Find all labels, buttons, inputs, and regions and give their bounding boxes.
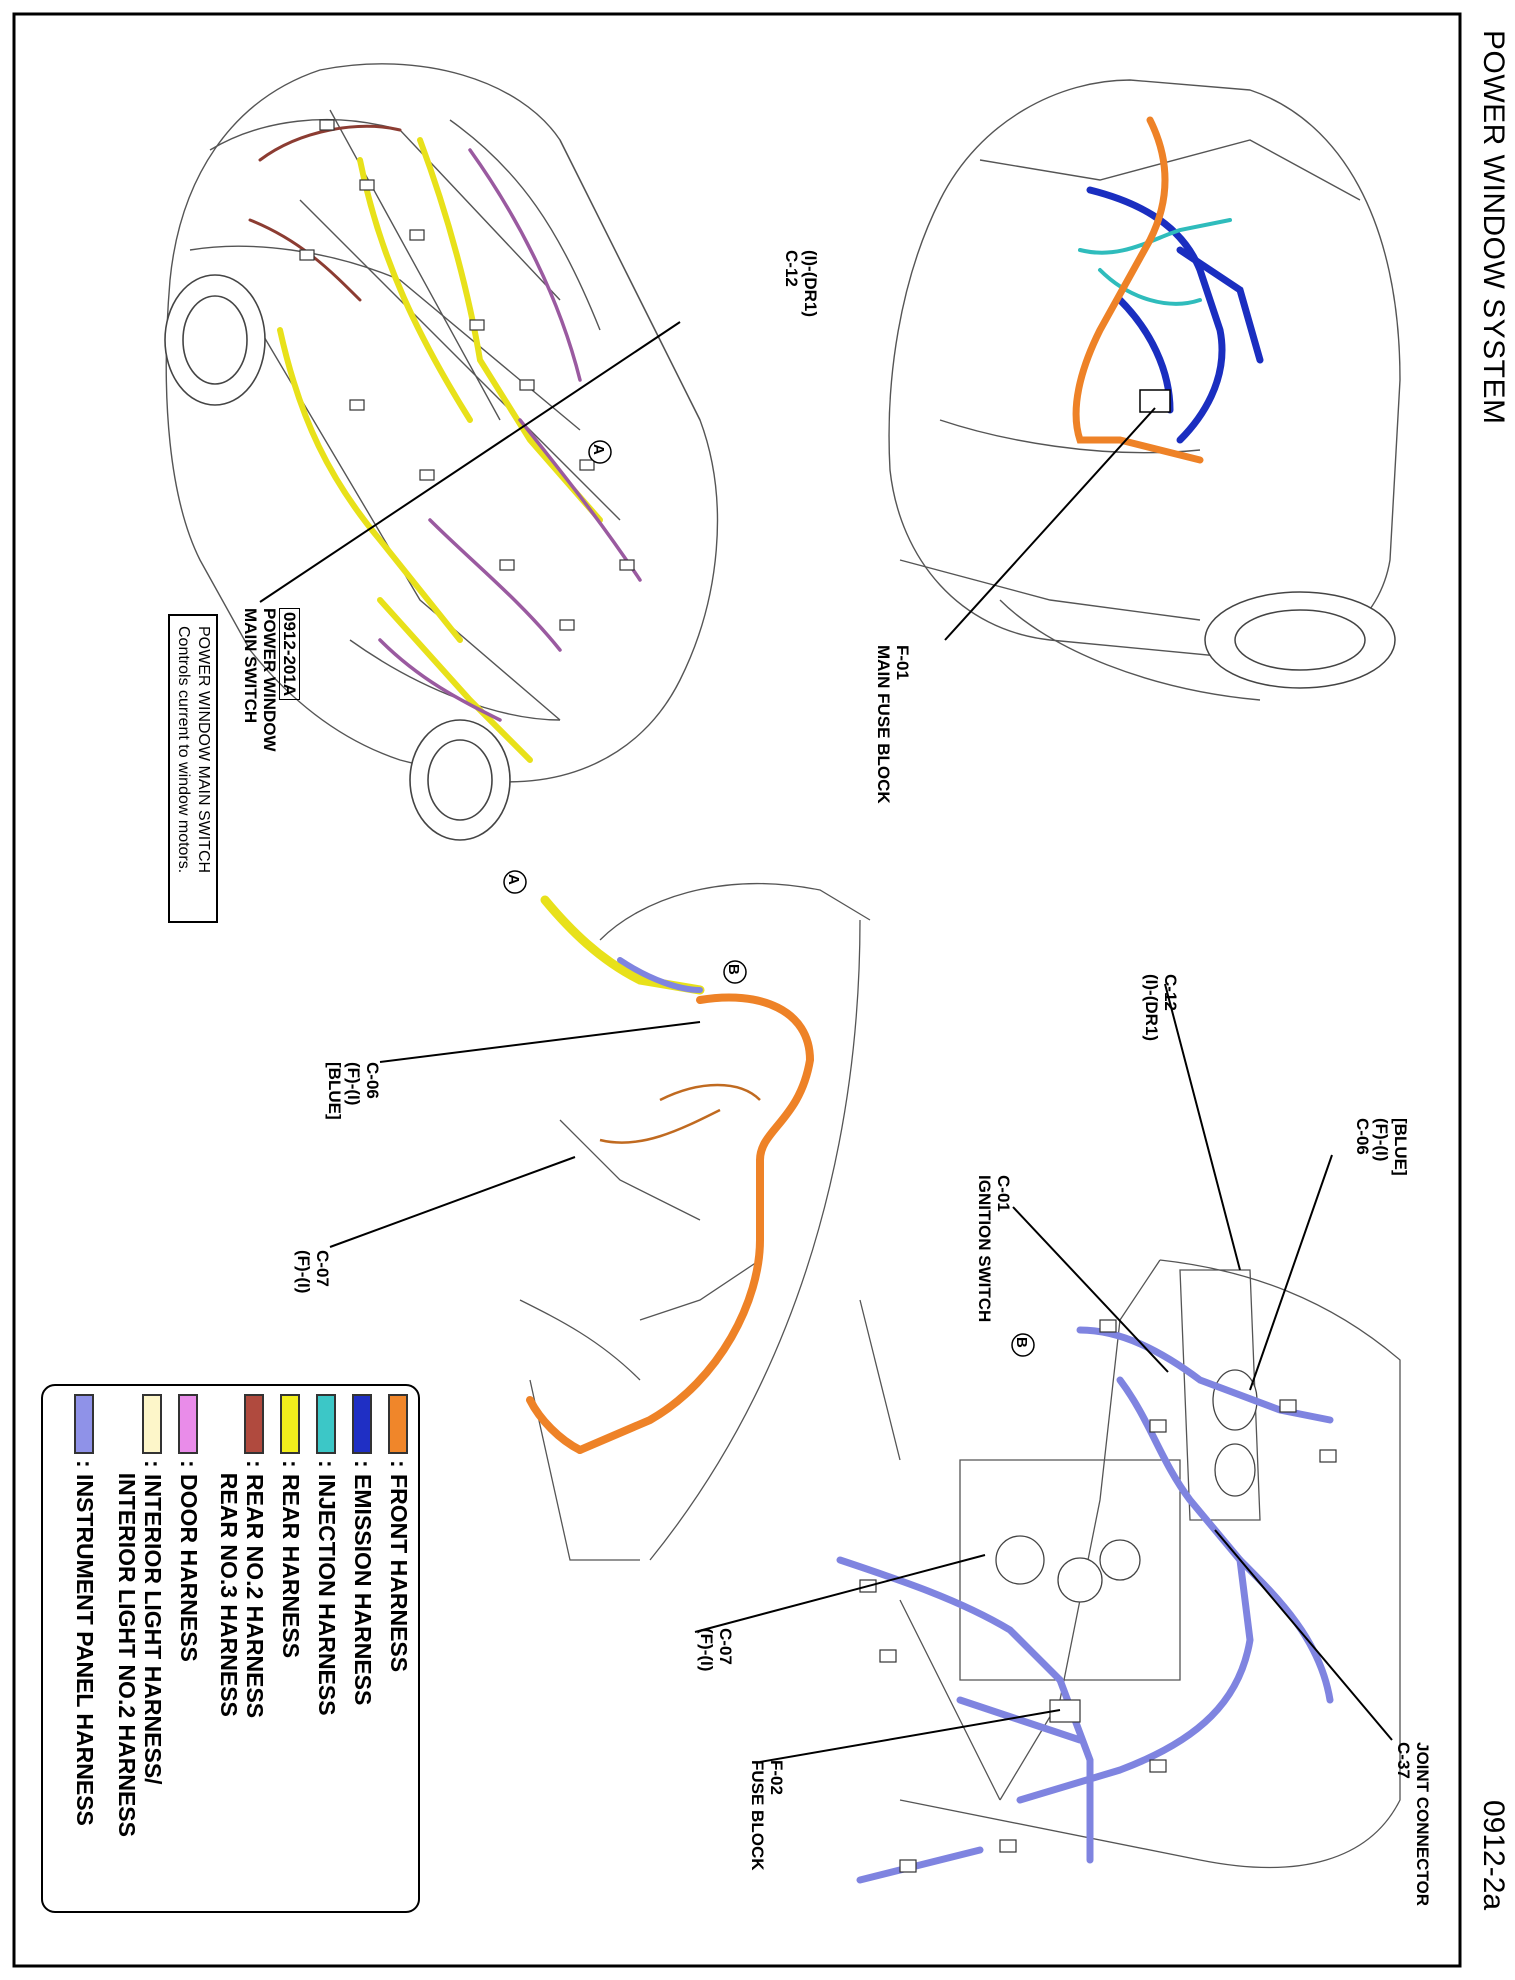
rear-wheel [409,719,511,841]
gauge-cluster [995,1369,1258,1603]
label-c12-top: (I)-(DR1)C-12 [782,250,820,318]
front-wheel [164,274,266,406]
marker-b-ip: B [1013,1337,1030,1348]
instrument-harness-wire-side [617,957,703,993]
leader-c06-right [1249,1154,1333,1391]
description-title: POWER WINDOW MAIN SWITCH [195,626,212,874]
description-text: Controls current to window motors. [175,626,192,874]
connector-cluster [299,119,635,631]
legend-swatch [352,1394,372,1454]
front-harness-wire-side [526,993,815,1454]
leader-c37 [1214,1529,1393,1741]
leader-c06-left [379,1021,701,1063]
marker-b-side-circle [723,960,747,984]
front-harness-wire-thin [599,1083,761,1144]
legend-swatch [74,1394,94,1454]
label-c06-right: [BLUE](F)-(I)C-06 [1353,1118,1410,1176]
legend-item: : INTERIOR LIGHT HARNESS/ INTERIOR LIGHT… [114,1460,166,1837]
legend-swatch [388,1394,408,1454]
marker-a-top: A [590,444,607,455]
label-c06-left: C-06(F)-(I)[BLUE] [325,1062,382,1120]
label-c12-right: C-12(I)-(DR1) [1142,974,1180,1042]
rear-harness-wire-side [540,895,705,995]
label-c07-right: C-07(F)-(I) [697,1628,735,1672]
harness-legend: : FRONT HARNESS : EMISSION HARNESS : INJEC… [41,1384,420,1913]
leader-c12-right [1164,983,1241,1271]
leader-f02 [759,1709,1061,1763]
legend-item: : REAR NO.2 HARNESS REAR NO.3 HARNESS [216,1460,268,1719]
legend-item: : FRONT HARNESS [386,1460,412,1673]
main-switch-label: 0912-201A POWER WINDOW MAIN SWITCH [241,608,300,752]
label-c07-left: C-07(F)-(I) [294,1250,332,1294]
front-side-view [519,883,871,1561]
leader-c07-left [329,1156,576,1248]
emission-harness-wire [1086,186,1264,444]
marker-a-side-circle [503,870,527,894]
page-border [12,12,1462,1968]
rear-harness-wire [277,137,603,763]
front-harness-wire-engine [1072,116,1204,464]
marker-a-side: A [505,874,522,885]
legend-swatch [178,1394,198,1454]
marker-b-ip-circle [1011,1333,1035,1357]
page-number: 0912-2a [1477,1800,1510,1911]
engine-front-wheel [1204,591,1396,689]
fuse-block-f01 [1139,389,1171,413]
page-title: POWER WINDOW SYSTEM [1477,30,1510,425]
legend-item: : INSTRUMENT PANEL HARNESS [72,1460,98,1826]
instrument-panel-harness-wire [836,1326,1334,1884]
legend-swatch [142,1394,162,1454]
leader-c07-right [694,1554,986,1633]
marker-b-side: B [725,964,742,975]
legend-item: : DOOR HARNESS [176,1460,202,1662]
rear-no2-harness-wire [248,124,402,302]
legend-swatch [244,1394,264,1454]
legend-swatch [316,1394,336,1454]
injection-harness-wire [1078,218,1232,306]
main-switch-description-box: POWER WINDOW MAIN SWITCH Controls curren… [168,614,218,923]
legend-item: : INJECTION HARNESS [314,1460,340,1716]
leader-lines [259,321,1393,1763]
legend-swatch [280,1394,300,1454]
leader-c12-main-switch [259,321,681,603]
leader-c01 [1012,1206,1169,1373]
main-switch-code: 0912-201A [279,608,300,701]
legend-item: : REAR HARNESS [278,1460,304,1659]
marker-a-top-circle [588,440,612,464]
legend-item: : EMISSION HARNESS [350,1460,376,1706]
door-harness-wire [378,148,642,722]
leader-f01 [944,407,1156,641]
